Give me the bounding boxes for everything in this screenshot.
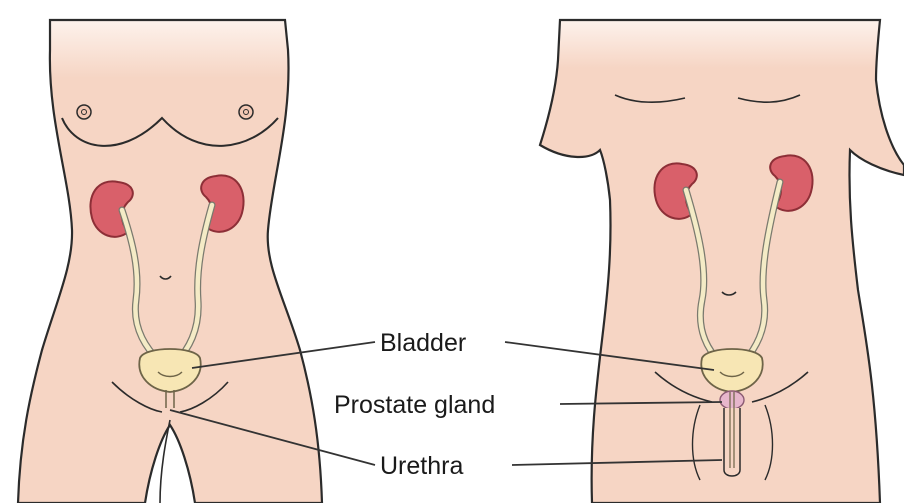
right-nipple-icon [239,105,253,119]
female-figure [18,0,322,503]
bladder-label: Bladder [380,329,466,357]
left-nipple-icon [77,105,91,119]
male-prostate-gland [720,391,744,409]
urethra-label: Urethra [380,452,463,480]
male-urethra [724,408,740,476]
male-figure [540,20,904,503]
prostate-gland-label: Prostate gland [334,391,495,419]
female-torso [18,20,322,503]
male-torso [540,20,904,503]
